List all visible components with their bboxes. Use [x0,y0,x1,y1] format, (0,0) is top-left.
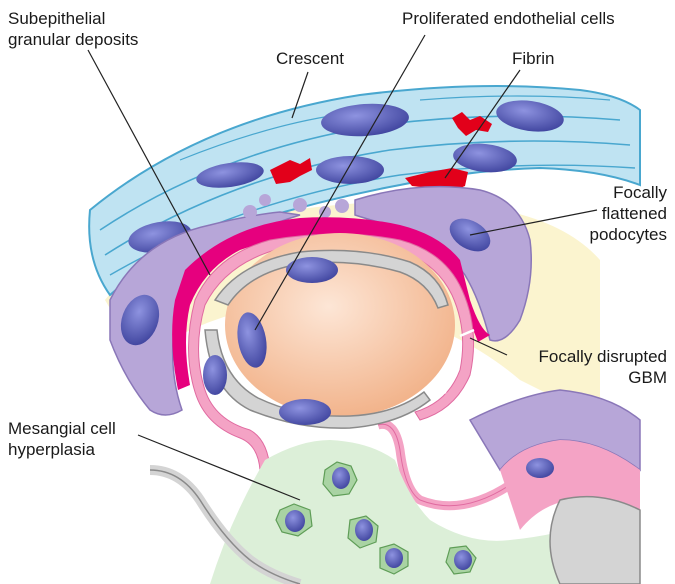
label-fibrin-text: Fibrin [512,48,555,69]
label-fibrin: Fibrin [512,48,555,69]
label-mesangial-line2: hyperplasia [8,439,116,460]
label-podocytes-line2: flattened [590,203,668,224]
label-podocytes-line3: podocytes [590,224,668,245]
label-subepithelial-line2: granular deposits [8,29,138,50]
label-gbm-line2: GBM [538,367,667,388]
label-focally-disrupted-gbm: Focally disrupted GBM [538,346,667,388]
label-mesangial-cell-hyperplasia: Mesangial cell hyperplasia [8,418,116,460]
label-mesangial-line1: Mesangial cell [8,418,116,439]
label-proliferated-text: Proliferated endothelial cells [402,8,615,29]
label-gbm-line1: Focally disrupted [538,346,667,367]
label-subepithelial-line1: Subepithelial [8,8,138,29]
label-podocytes-line1: Focally [590,182,668,203]
label-crescent-text: Crescent [276,48,344,69]
label-focally-flattened-podocytes: Focally flattened podocytes [590,182,668,245]
label-crescent: Crescent [276,48,344,69]
label-subepithelial-deposits: Subepithelial granular deposits [8,8,138,50]
label-proliferated-endothelial-cells: Proliferated endothelial cells [402,8,615,29]
